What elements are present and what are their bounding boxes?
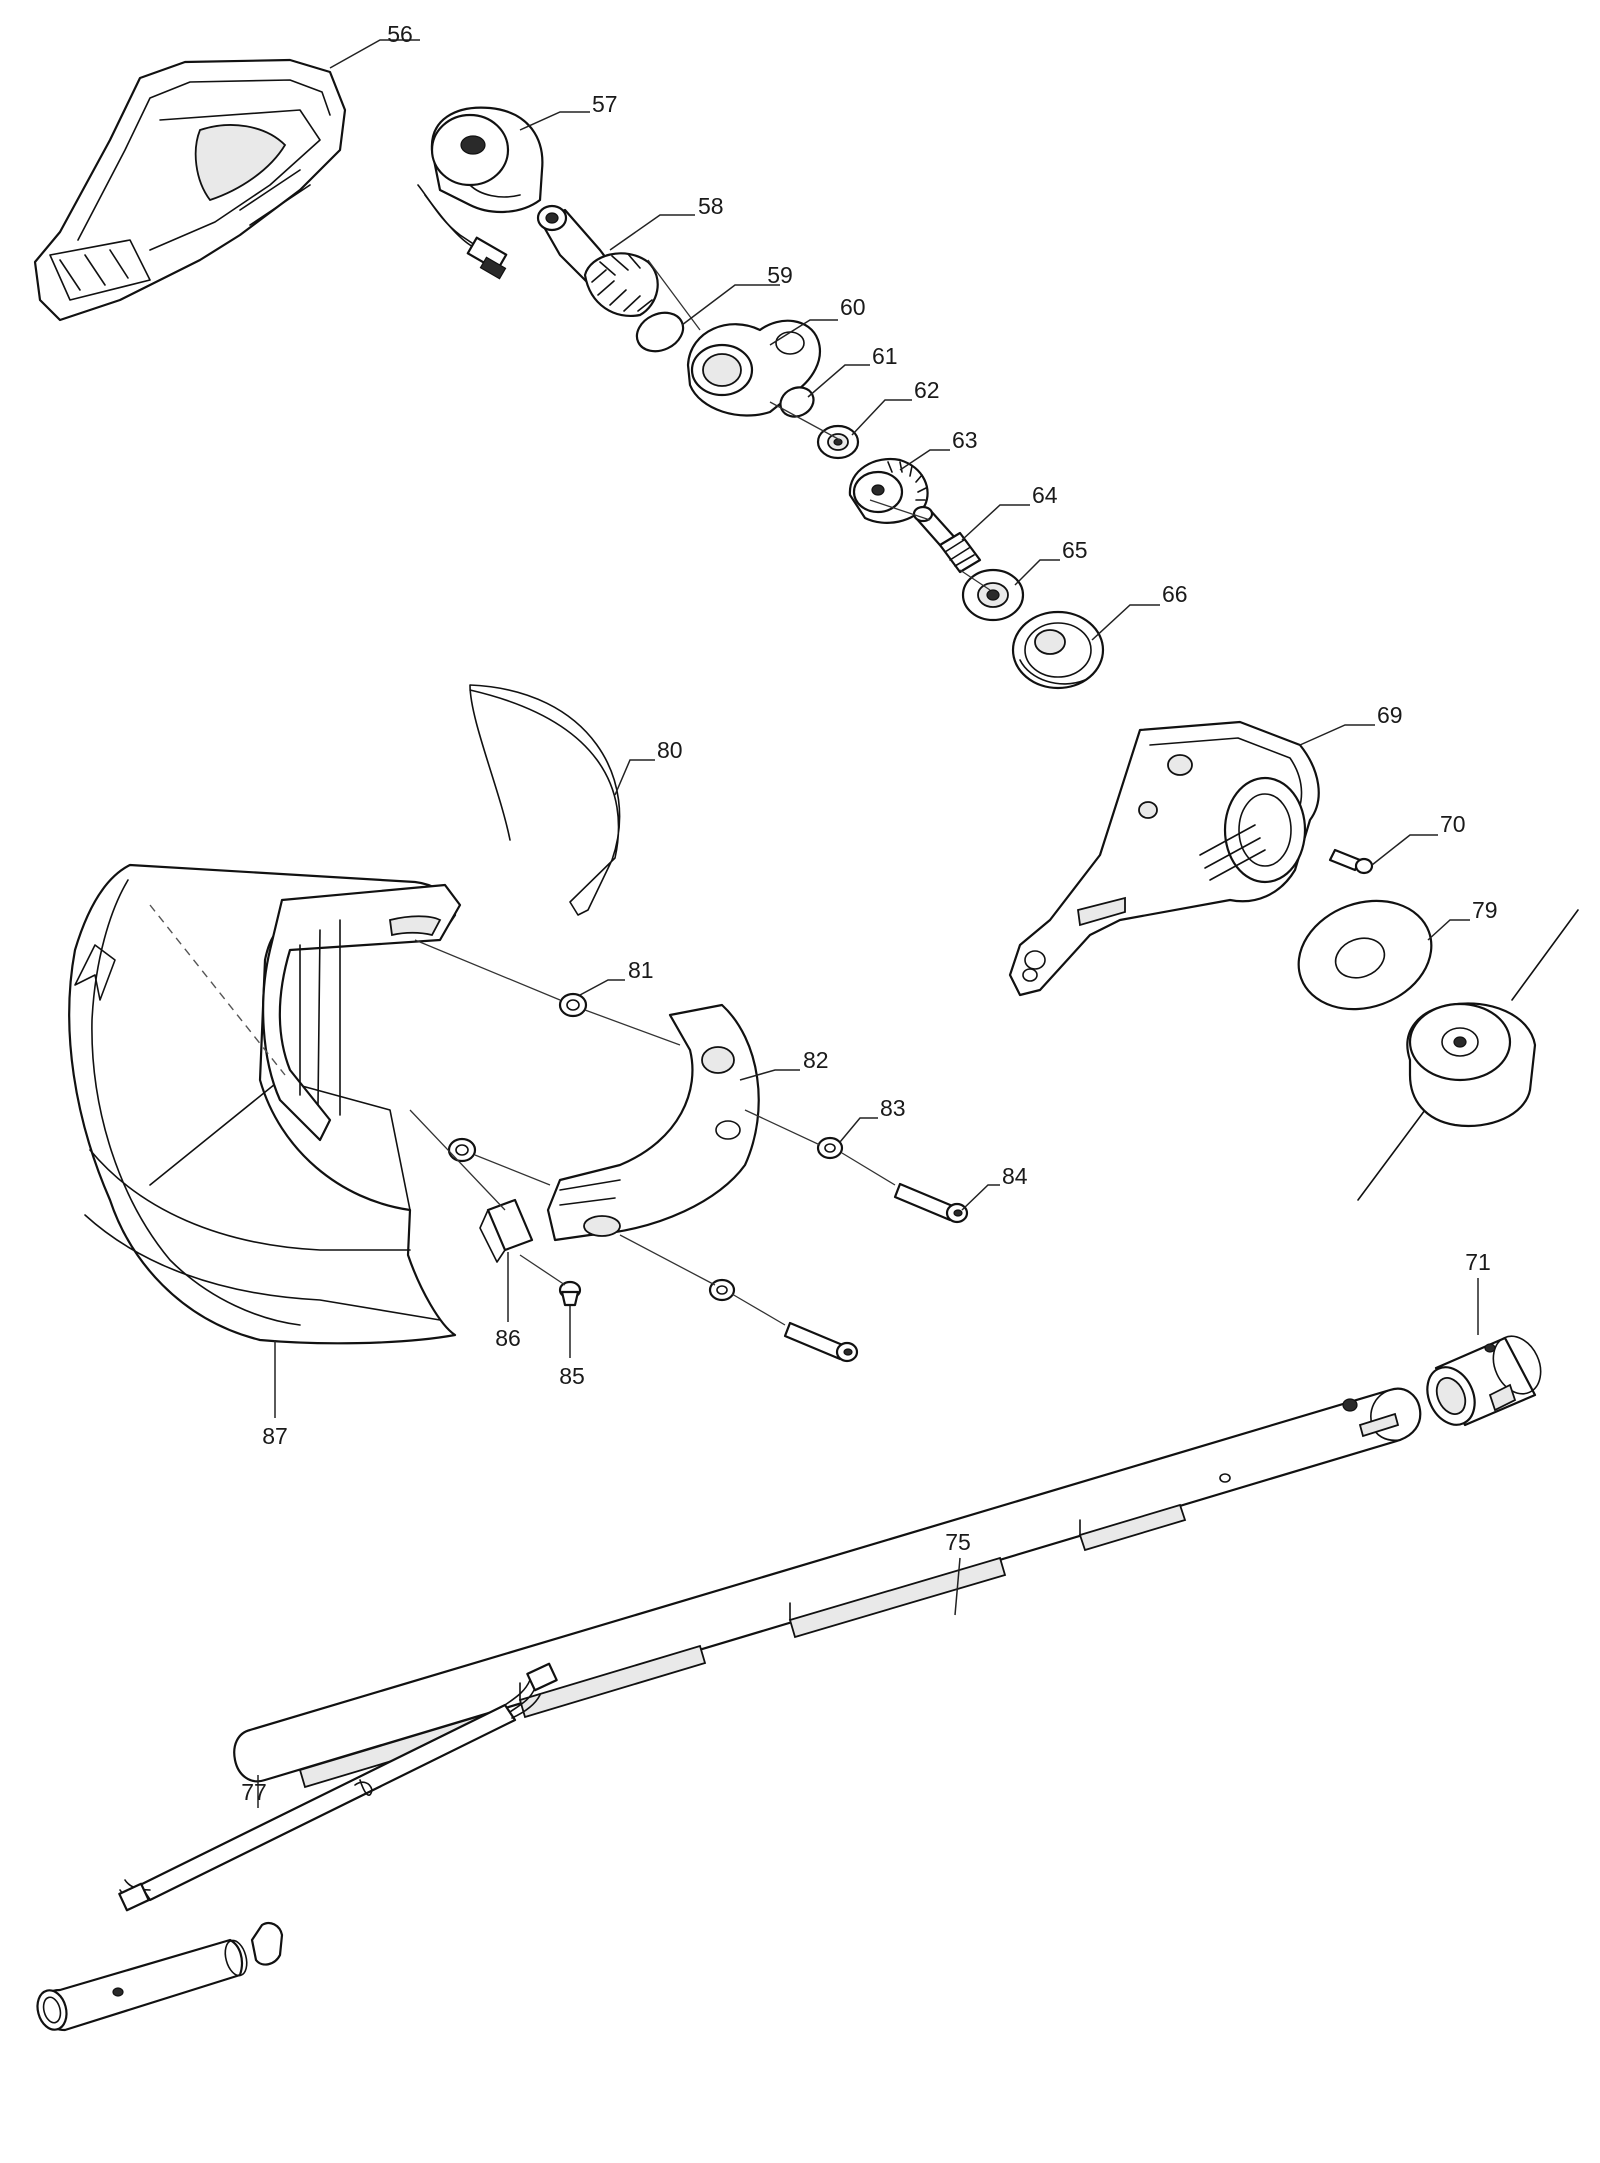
part-70-screw: [1328, 848, 1374, 875]
part-labels: 56 57 58 59 60 61 62 63 64 65 66 69 70 7…: [241, 21, 1497, 1805]
part-64-spindle: [912, 505, 982, 574]
leader-lines: [257, 39, 1479, 1808]
part-80-guard-wire: [469, 684, 621, 916]
label-85: 85: [559, 1363, 585, 1389]
axis-lines-guard: [409, 939, 896, 1326]
axis-lines-motor: [647, 259, 991, 591]
label-70: 70: [1440, 811, 1466, 837]
part-nut-lower: [447, 1137, 477, 1163]
label-80: 80: [657, 737, 683, 763]
label-66: 66: [1162, 581, 1188, 607]
label-75: 75: [945, 1529, 971, 1555]
label-59: 59: [767, 262, 793, 288]
label-71: 71: [1465, 1249, 1491, 1275]
part-63-bevel-gear: [848, 457, 929, 524]
part-washer-lower: [708, 1278, 736, 1302]
part-86-clip: [479, 1198, 534, 1263]
label-61: 61: [872, 343, 898, 369]
label-77: 77: [241, 1779, 267, 1805]
part-87-protector: [68, 863, 462, 1345]
part-84-bolt: [893, 1182, 969, 1224]
part-77-wiring: [118, 1662, 558, 1912]
label-58: 58: [698, 193, 724, 219]
label-81: 81: [628, 957, 654, 983]
label-64: 64: [1032, 482, 1058, 508]
label-82: 82: [803, 1047, 829, 1073]
part-bolt-lower: [783, 1321, 859, 1363]
part-61-o-ring: [779, 386, 815, 418]
label-69: 69: [1377, 702, 1403, 728]
part-56-motor-housing: [33, 58, 347, 322]
label-84: 84: [1002, 1163, 1028, 1189]
part-nylon-cutter-head: [1357, 909, 1579, 1201]
part-58-armature: [536, 204, 659, 318]
label-79: 79: [1472, 897, 1498, 923]
label-83: 83: [880, 1095, 906, 1121]
part-69-gear-housing: [1008, 720, 1320, 997]
label-60: 60: [840, 294, 866, 320]
label-56: 56: [387, 21, 413, 47]
label-63: 63: [952, 427, 978, 453]
part-75-shaft-pipe: [233, 1387, 1422, 1789]
part-71-clamp: [1426, 1335, 1542, 1427]
label-87: 87: [262, 1423, 288, 1449]
part-83-washer: [816, 1136, 844, 1160]
part-82-guard-bracket: [546, 1003, 760, 1242]
label-62: 62: [914, 377, 940, 403]
part-79-washer-plate: [1297, 899, 1433, 1011]
part-lower-pipe: [36, 1921, 284, 2032]
label-86: 86: [495, 1325, 521, 1351]
part-57-stator: [417, 106, 544, 280]
part-85-screw: [558, 1280, 582, 1307]
part-59-o-ring: [635, 311, 685, 353]
part-66-retainer: [1011, 610, 1105, 690]
part-81-nut: [558, 992, 588, 1018]
label-57: 57: [592, 91, 618, 117]
label-65: 65: [1062, 537, 1088, 563]
